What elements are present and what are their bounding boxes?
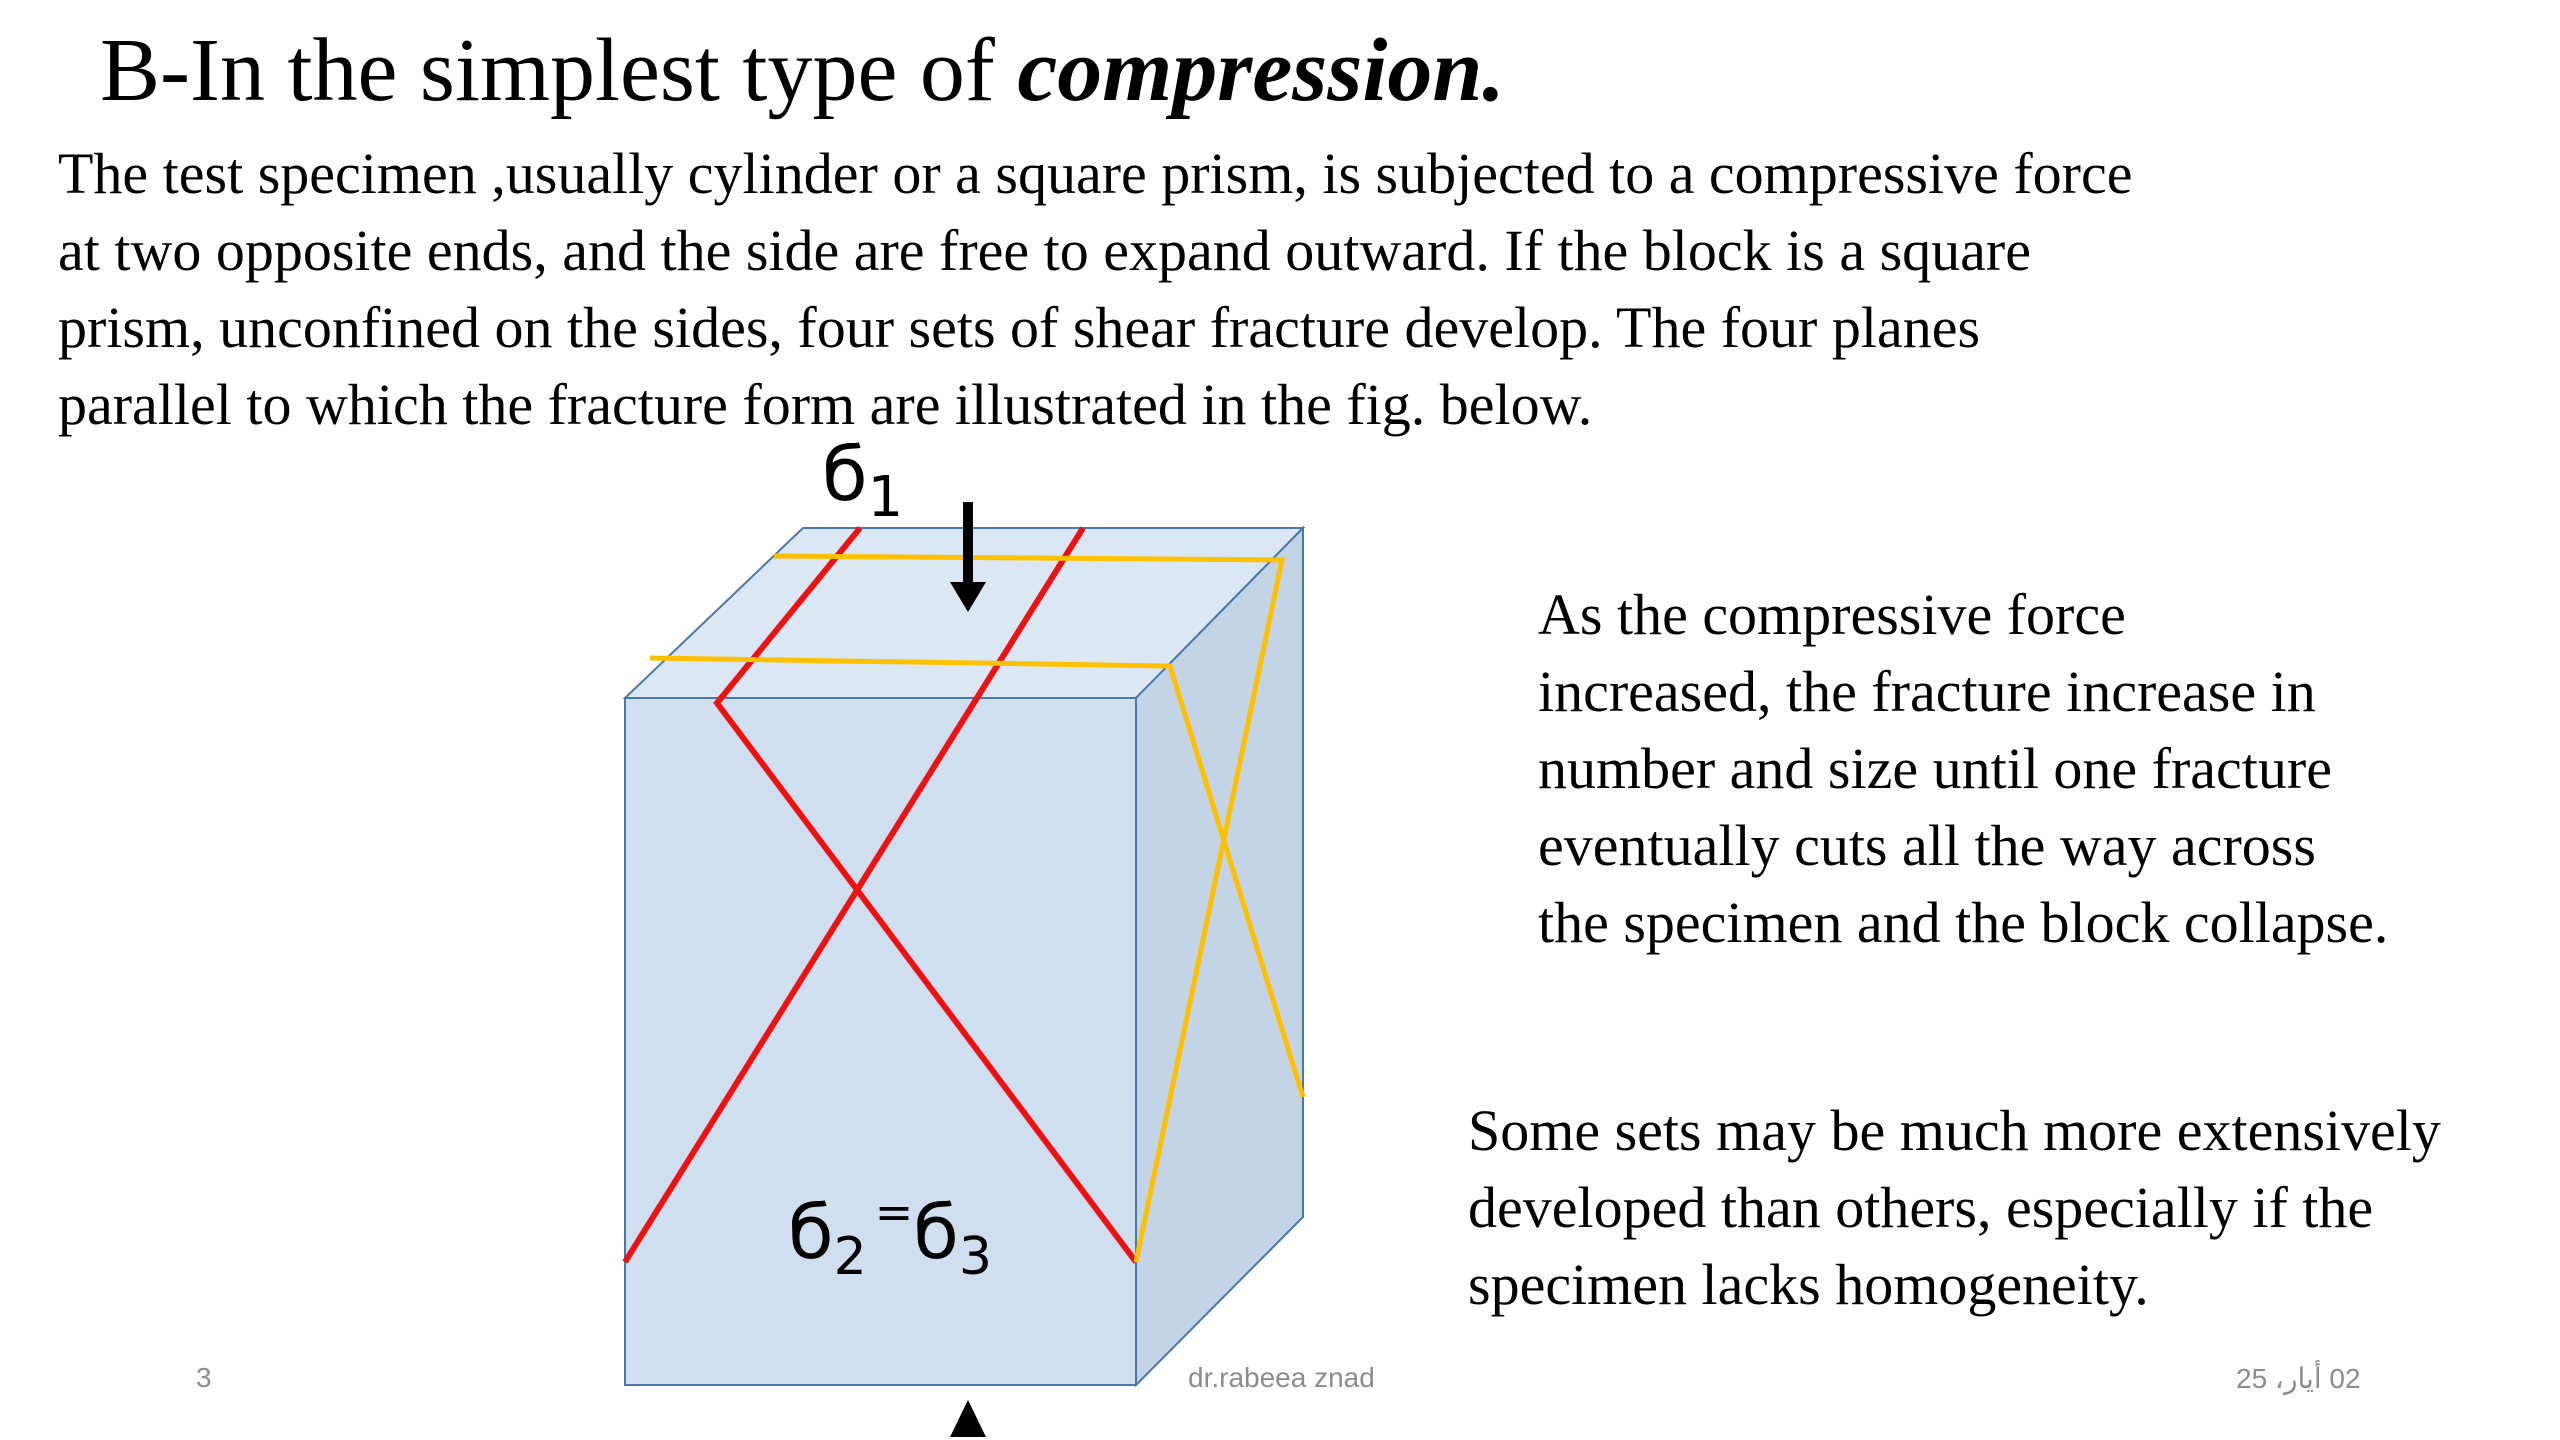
- title-prefix: B-In the simplest type of: [100, 21, 1018, 120]
- sigma2-symbol: б: [788, 1190, 834, 1276]
- footer-author: dr.rabeea znad: [1188, 1362, 1375, 1393]
- compression-block-figure: б1 б2=б3: [560, 432, 1460, 1440]
- homogeneity-note: Some sets may be much more extensively d…: [1468, 1092, 2441, 1323]
- shear-fracture-red-2: [713, 526, 1139, 1264]
- sigma1-label: б1: [822, 440, 903, 530]
- sigma1-subscript: 1: [868, 465, 904, 530]
- collapse-note-line: the specimen and the block collapse.: [1538, 890, 2389, 955]
- footer-date: 02 أيار، 25: [2236, 1363, 2361, 1394]
- shear-fracture-yellow-1: [649, 655, 1306, 1098]
- homogeneity-note-line: Some sets may be much more extensively: [1468, 1098, 2441, 1163]
- block-front-face: [624, 697, 1137, 1386]
- compressive-arrow-up-icon: [950, 1400, 986, 1437]
- homogeneity-note-line: developed than others, especially if the: [1468, 1175, 2374, 1240]
- intro-line: at two opposite ends, and the side are f…: [58, 218, 2031, 283]
- sigma1-symbol: б: [822, 440, 868, 518]
- sigma3-subscript: 3: [959, 1227, 992, 1287]
- collapse-note-line: eventually cuts all the way across: [1538, 813, 2316, 878]
- sigma2-sigma3-label: б2=б3: [788, 1185, 992, 1287]
- homogeneity-note-line: specimen lacks homogeneity.: [1468, 1252, 2149, 1317]
- figure-svg: б1 б2=б3: [622, 432, 1306, 1437]
- sigma3-symbol: б: [913, 1190, 959, 1276]
- compressive-arrow-down-icon: [950, 502, 986, 612]
- title-emphasis: compression.: [1017, 21, 1505, 120]
- shear-fracture-red-1: [622, 526, 1086, 1264]
- shear-fracture-yellow-2: [773, 553, 1286, 1263]
- intro-paragraph: The test specimen ,usually cylinder or a…: [58, 135, 2508, 443]
- slide-number: 3: [196, 1362, 212, 1393]
- collapse-note-line: As the compressive force: [1538, 582, 2126, 647]
- collapse-note: As the compressive force increased, the …: [1538, 576, 2388, 961]
- sigma2-subscript: 2: [834, 1227, 867, 1287]
- collapse-note-line: number and size until one fracture: [1538, 736, 2332, 801]
- slide-title: B-In the simplest type of compression.: [100, 18, 1505, 123]
- collapse-note-line: increased, the fracture increase in: [1538, 659, 2316, 724]
- intro-line: The test specimen ,usually cylinder or a…: [58, 141, 2133, 206]
- intro-line: parallel to which the fracture form are …: [58, 372, 1593, 437]
- equals-sign: =: [875, 1185, 914, 1239]
- intro-line: prism, unconfined on the sides, four set…: [58, 295, 1981, 360]
